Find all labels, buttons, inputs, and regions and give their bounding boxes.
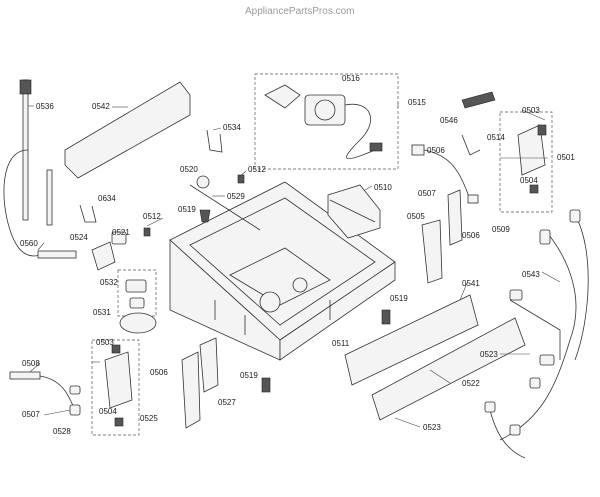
part-0525-box [91, 339, 140, 436]
label-0503-b: 0503 [96, 338, 114, 347]
part-0508-drawing [9, 371, 81, 416]
part-0505-drawing [421, 219, 443, 284]
label-0504-a: 0504 [520, 176, 538, 185]
part-0522-drawing [371, 317, 526, 421]
label-0507-b: 0507 [22, 410, 40, 419]
label-0542: 0542 [92, 102, 110, 111]
label-0534: 0534 [223, 123, 241, 132]
label-0520: 0520 [180, 165, 198, 174]
part-0534-drawing [79, 129, 223, 223]
part-0527-drawing [181, 337, 219, 429]
label-0541: 0541 [462, 279, 480, 288]
label-0508: 0508 [22, 359, 40, 368]
label-0506-c: 0506 [150, 368, 168, 377]
label-0560: 0560 [20, 239, 38, 248]
label-0507-a: 0507 [418, 189, 436, 198]
label-0514: 0514 [487, 133, 505, 142]
part-0532-box [117, 269, 157, 334]
label-0506-a: 0506 [427, 146, 445, 155]
label-0504-b: 0504 [99, 407, 117, 416]
part-labels: 0536 0542 0534 0516 0515 0503 0546 0514 … [20, 74, 575, 436]
leader-lines [28, 103, 561, 428]
label-0525: 0525 [140, 414, 158, 423]
watermark: AppliancePartsPros.com [245, 6, 355, 17]
label-0521: 0521 [112, 228, 130, 237]
label-0515: 0515 [408, 98, 426, 107]
label-0532: 0532 [100, 278, 118, 287]
label-0506-b: 0506 [462, 231, 480, 240]
part-0536-drawing [3, 79, 77, 259]
part-0529-drawing [189, 175, 261, 231]
part-0546-drawing [411, 91, 496, 204]
label-0529: 0529 [227, 192, 245, 201]
label-0523-a: 0523 [480, 350, 498, 359]
label-0501: 0501 [557, 153, 575, 162]
label-0519-a: 0519 [178, 205, 196, 214]
label-0519-b: 0519 [390, 294, 408, 303]
label-0531: 0531 [93, 308, 111, 317]
label-0546: 0546 [440, 116, 458, 125]
label-0512-b: 0512 [143, 212, 161, 221]
part-0510-drawing [327, 184, 381, 239]
label-0523-b: 0523 [423, 423, 441, 432]
label-0503: 0503 [522, 106, 540, 115]
label-0527: 0527 [218, 398, 236, 407]
label-0505: 0505 [407, 212, 425, 221]
part-0541-drawing [344, 294, 479, 386]
screw-parts [143, 174, 391, 393]
label-0511: 0511 [332, 339, 350, 348]
label-0536: 0536 [36, 102, 54, 111]
part-0542-drawing [64, 81, 191, 179]
label-0516: 0516 [342, 74, 360, 83]
label-0512-a: 0512 [248, 165, 266, 174]
part-0501-box [499, 111, 553, 213]
label-0510: 0510 [374, 183, 392, 192]
part-0516-box [254, 73, 399, 170]
label-0524: 0524 [70, 233, 88, 242]
label-0543: 0543 [522, 270, 540, 279]
label-0509: 0509 [492, 225, 510, 234]
part-0521-drawing [91, 231, 127, 271]
part-0543-harness [484, 209, 589, 459]
part-0509-drawing [447, 189, 463, 246]
label-0528: 0528 [53, 427, 71, 436]
label-0522: 0522 [462, 379, 480, 388]
label-0634: 0634 [98, 194, 116, 203]
label-0519-c: 0519 [240, 371, 258, 380]
